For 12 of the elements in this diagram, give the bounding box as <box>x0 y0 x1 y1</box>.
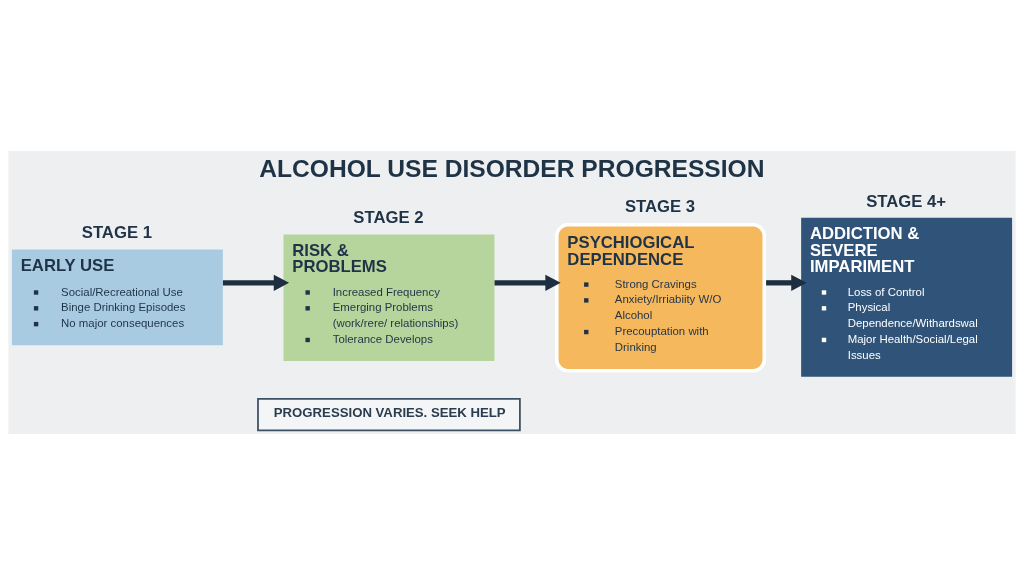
arrow <box>222 274 290 291</box>
node-label: STAGE 2 <box>353 208 424 228</box>
node-box: PROGRESSION VARIES. SEEK HELP <box>257 397 521 432</box>
node-box: RISK & PROBLEMS Increased Frequency Emerging Problems (work/rere/ relationships) Tolerance Develops <box>283 234 495 362</box>
node-label: STAGE 3 <box>624 196 696 216</box>
node-label: STAGE 1 <box>81 223 152 243</box>
arrow <box>766 274 807 291</box>
node-box: ADDICTION & SEVERE IMPARIMENT Loss of Control Physical Dependence/Withardswal Major Health/Social/Legal Issues <box>801 217 1013 377</box>
node-label: STAGE 4+ <box>866 191 947 211</box>
diagram-title: ALCOHOL USE DISORDER PROGRESSION <box>259 154 765 182</box>
arrow <box>494 274 561 291</box>
node-box: EARLY USE Social/Recreational Use Binge Drinking Episodes No major consequences <box>11 249 223 346</box>
